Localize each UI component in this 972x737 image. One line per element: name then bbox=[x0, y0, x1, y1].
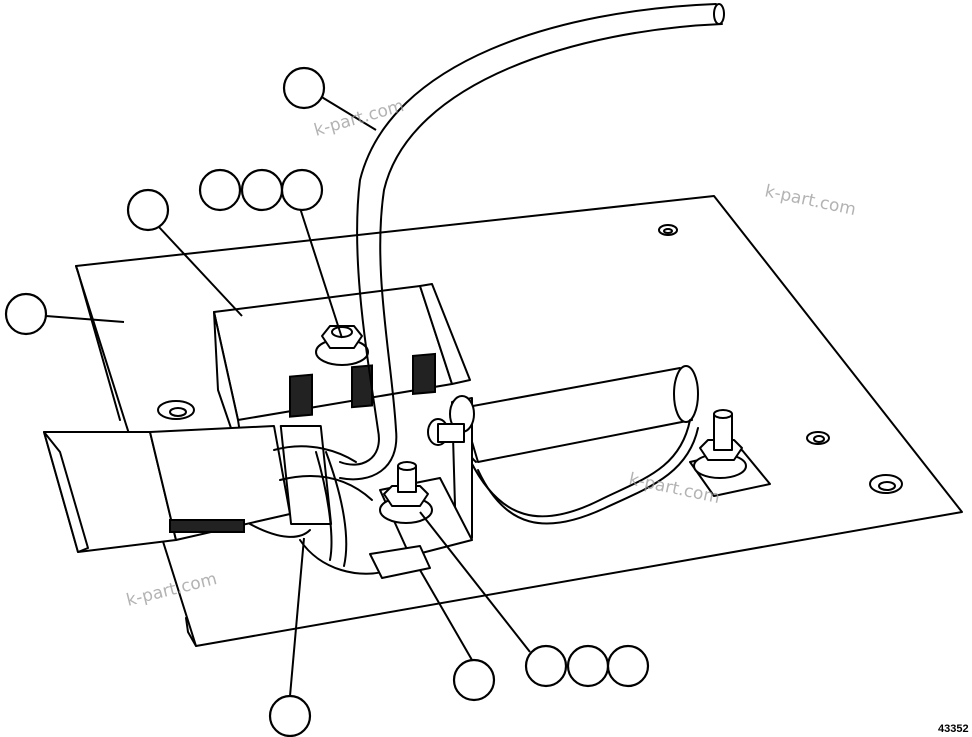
drawing-number: 43352 bbox=[938, 723, 969, 735]
callout-strap bbox=[452, 658, 496, 702]
callout-hardware-b bbox=[566, 644, 610, 688]
connector-plug bbox=[43, 425, 333, 553]
callout-plate bbox=[4, 292, 48, 336]
callout-nut-c bbox=[280, 168, 324, 212]
callout-hardware-c bbox=[606, 644, 650, 688]
center-terminal bbox=[379, 461, 473, 557]
callout-hardware-a bbox=[524, 644, 568, 688]
mounting-holes bbox=[157, 224, 903, 494]
callout-bubbles bbox=[4, 66, 650, 737]
main-cable bbox=[339, 3, 725, 481]
capacitor bbox=[461, 365, 699, 525]
callout-box bbox=[126, 188, 170, 232]
watermark-2: k-part.com bbox=[763, 181, 858, 220]
base-plate-edge bbox=[185, 617, 197, 647]
callout-nut-b bbox=[240, 168, 284, 212]
base-plate-left-edge bbox=[75, 265, 121, 421]
callout-nut-a bbox=[198, 168, 242, 212]
capacitor-bracket bbox=[427, 395, 475, 541]
callout-harness bbox=[268, 694, 312, 737]
right-terminal bbox=[689, 409, 771, 497]
wire-harness bbox=[249, 445, 431, 579]
watermark-1: k-part.com bbox=[312, 96, 406, 141]
callout-cable bbox=[282, 66, 326, 110]
leader-lines bbox=[45, 95, 531, 697]
